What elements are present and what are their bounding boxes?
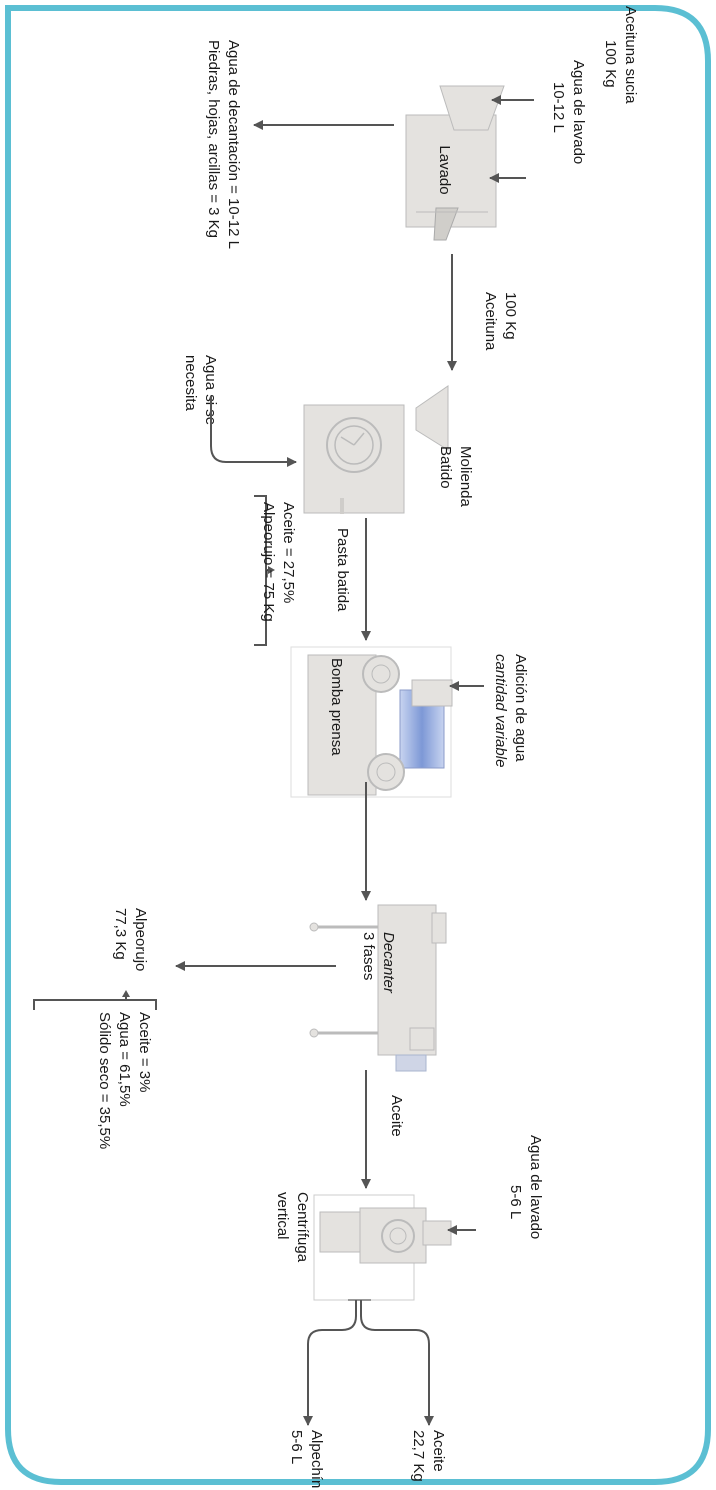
oil-output-arrow [366, 1302, 430, 1324]
lavado-label: Lavado [436, 145, 453, 194]
molienda-machine [303, 385, 449, 514]
aceituna-flow-label: 100 Kg Aceituna [482, 292, 519, 351]
lavado-machine: Lavado [405, 85, 505, 241]
aceite-final-arrow-line [364, 1302, 429, 1318]
aceite-out-arrow [360, 1300, 434, 1426]
agua-lavado2-label: Agua de lavado 5-6 L [507, 1135, 544, 1243]
aceite-output-arrow [360, 1296, 428, 1342]
centrifuga-machine [313, 1194, 452, 1301]
alpeorujo-composition: Aceite = 3% Agua = 61,5% Sólido seco = 3… [96, 1012, 153, 1149]
aceite-flow-label: Aceite [388, 1095, 405, 1137]
diagram-content: Lavado Aceituna sucia 100 Kg Agua de lav… [33, 6, 639, 1490]
agua-si-label: Agua si se necesita [182, 355, 219, 429]
bomba-machine [290, 646, 453, 798]
aceite-final-arrow-drawn [364, 1303, 429, 1341]
bomba-label: Bomba prensa [328, 658, 345, 756]
aceite-final-arrow [364, 1304, 429, 1342]
pasta-bracket-tip [268, 566, 275, 574]
aceite-output-flow [364, 1302, 430, 1440]
adicion-label: Adición de agua cantidad variable [492, 654, 529, 767]
aceite-final-flow [361, 1297, 430, 1332]
pasta-label: Pasta batida [334, 528, 351, 612]
molienda-label: Molienda Batido [437, 446, 474, 511]
aceite-final-visible [366, 1296, 430, 1346]
alpeorujo-label: Alpeorujo 77,3 Kg [112, 908, 149, 976]
frame-border [5, 5, 711, 1485]
aceite-centrifuga-arrow [361, 1300, 426, 1340]
alpeorujo-bracket-line [33, 994, 157, 1010]
centrifuga-aceite-arrow [364, 1302, 430, 1342]
aceite-output-visible [364, 1302, 430, 1344]
aceituna-sucia-label: Aceituna sucia 100 Kg [602, 6, 639, 108]
decantacion-label: Agua de decantación = 10-12 L Piedras, h… [205, 40, 242, 253]
aceite-final-curve [364, 1300, 429, 1340]
aceite-final-line [362, 1298, 430, 1320]
agua-lavado-label: Agua de lavado 10-12 L [550, 60, 587, 168]
aceite-final-drawn [364, 1304, 430, 1352]
aceite-output-arrow-main [364, 1303, 431, 1320]
centrifuga-label: Centrífuga vertical [274, 1192, 311, 1266]
alpechin-label: Alpechín 5-6 L [288, 1430, 325, 1490]
aceite-out-curve [364, 1302, 429, 1346]
decanter-label: Decanter 3 fases [360, 932, 397, 997]
aceite-final-route [364, 1300, 430, 1334]
alpeorujo-bracket-tip [122, 990, 130, 997]
aceite-out [364, 1302, 429, 1338]
pasta-composition: Aceite = 27,5% Alpeorujo = 75 Kg [260, 502, 297, 622]
agua-si-arrow [210, 396, 297, 467]
decanter-machine [309, 904, 447, 1072]
aceite-exit-drawn [364, 1303, 430, 1339]
aceite-out-line [364, 1302, 430, 1342]
aceite-final-output-arrow [366, 1303, 429, 1332]
aceite-out-path [364, 1302, 430, 1340]
aceite-out-real [360, 1302, 430, 1400]
aceite-final-label: Aceite 22,7 Kg [410, 1430, 447, 1482]
centrifuga-oil-arrow [366, 1302, 432, 1338]
alpechin-out-arrow [303, 1300, 357, 1426]
